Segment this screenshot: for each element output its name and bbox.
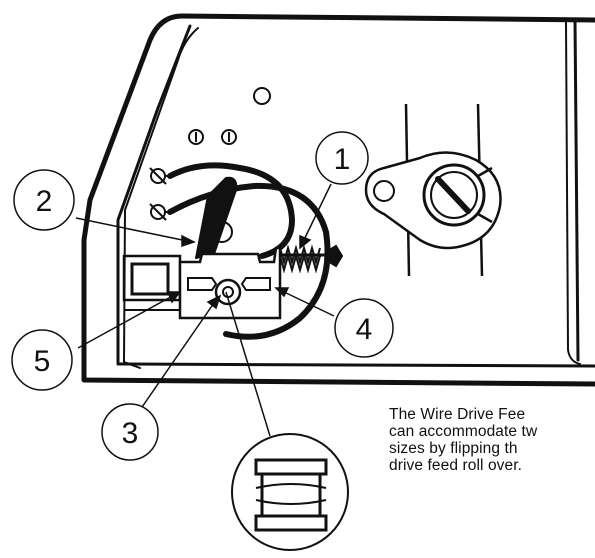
callout-5-label: 5 [34, 345, 51, 378]
callout-2: 2 [13, 169, 75, 231]
callout-1: 1 [315, 131, 369, 185]
callout-3-label: 3 [122, 417, 139, 450]
tension-spring [274, 244, 344, 274]
caption-line-1: The Wire Drive Fee [389, 406, 526, 423]
caption-text: The Wire Drive Fee can accommodate tw si… [389, 406, 595, 474]
machine-housing [81, 13, 595, 387]
caption-line-4: drive feed roll over. [389, 457, 523, 474]
caption-line-3: sizes by flipping th [389, 440, 518, 457]
caption-line-2: can accommodate tw [389, 423, 538, 440]
terminal-screws [149, 167, 167, 221]
leader-lines [75, 183, 335, 411]
pressure-arm [195, 176, 238, 259]
callout-2-label: 2 [36, 185, 53, 218]
callout-3: 3 [101, 403, 159, 461]
drive-roll-housing [178, 246, 282, 320]
callout-1-label: 1 [334, 143, 351, 176]
callout-4: 4 [334, 298, 394, 358]
callout-5: 5 [11, 329, 73, 391]
panel-holes [188, 87, 271, 145]
spool-hub [364, 103, 502, 277]
callout-4-label: 4 [356, 313, 373, 346]
drive-roll-detail [225, 291, 349, 551]
